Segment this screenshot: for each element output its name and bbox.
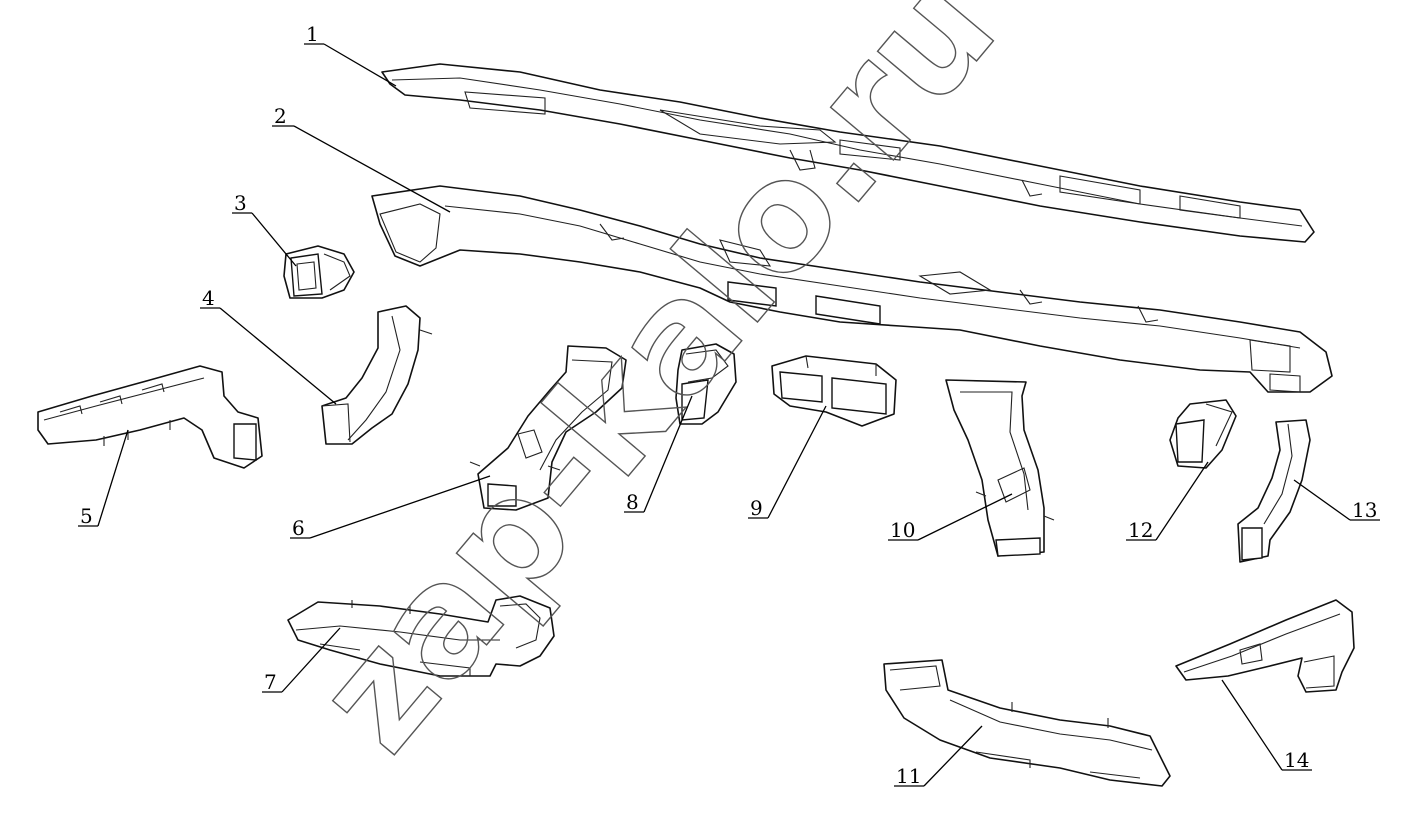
callout-1: 1 [306, 22, 319, 46]
part-2-main-duct [371, 185, 1333, 393]
part-14-right-duct [1175, 599, 1355, 693]
callout-12: 12 [1128, 518, 1153, 542]
leader-lines [78, 43, 1380, 787]
callout-10: 10 [890, 518, 915, 542]
part-13-curved-duct [1237, 419, 1311, 563]
part-6-mid-duct [469, 345, 627, 511]
callout-13: 13 [1352, 498, 1377, 522]
callout-labels: 1 2 3 4 5 6 7 8 9 10 11 12 13 14 [80, 22, 1377, 788]
part-1-upper-duct [381, 63, 1315, 243]
part-10-vertical-duct [945, 379, 1055, 557]
callout-3: 3 [234, 191, 247, 215]
part-3-small-vent [283, 245, 355, 299]
callout-4: 4 [202, 286, 215, 310]
callout-9: 9 [750, 496, 763, 520]
callout-7: 7 [264, 670, 277, 694]
part-12-small-vent [1169, 399, 1237, 469]
part-7-floor-duct [287, 595, 555, 677]
callout-5: 5 [80, 504, 93, 528]
part-4-curved-duct [321, 305, 433, 445]
callout-6: 6 [292, 516, 305, 540]
part-8-vent-nozzle [675, 343, 737, 425]
callout-14: 14 [1284, 748, 1309, 772]
part-9-twin-vent [771, 355, 897, 427]
callout-2: 2 [274, 104, 287, 128]
callout-8: 8 [626, 490, 639, 514]
callout-11: 11 [896, 764, 921, 788]
part-5-left-duct [37, 365, 263, 469]
part-11-floor-duct [883, 659, 1171, 787]
